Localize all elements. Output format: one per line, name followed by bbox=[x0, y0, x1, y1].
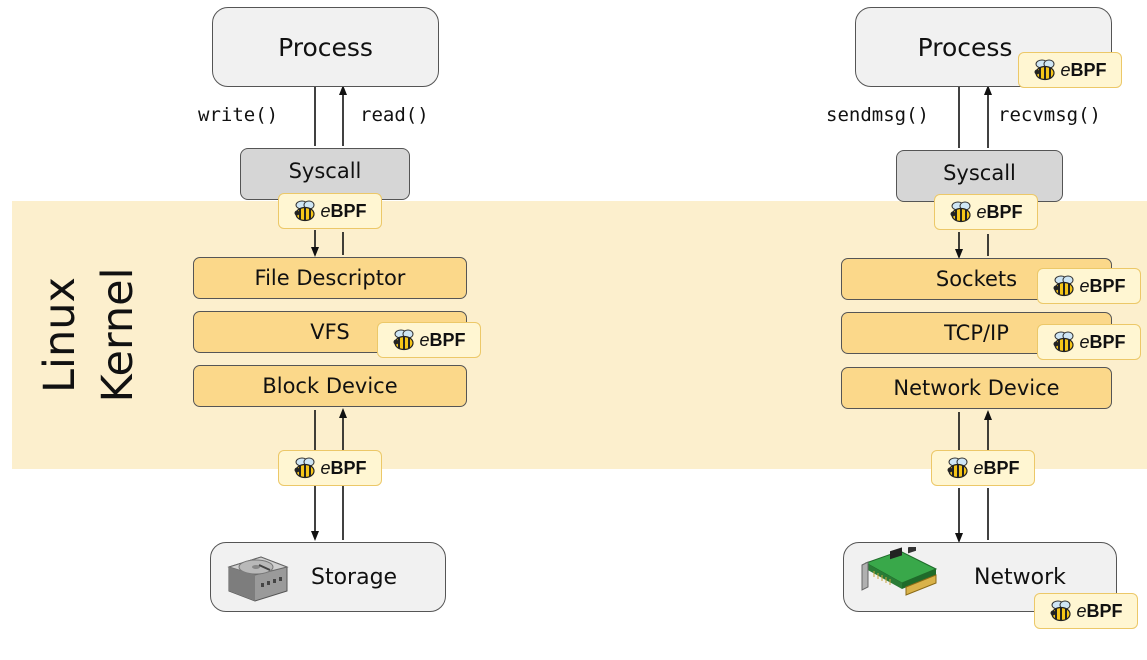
left-layer-file-descriptor: File Descriptor bbox=[193, 257, 467, 299]
right-layer-label: Sockets bbox=[935, 267, 1018, 291]
bee-icon bbox=[294, 200, 316, 222]
ebpf-badge-text: eBPF bbox=[1079, 275, 1126, 296]
ebpf-badge-right-network: eBPF bbox=[1034, 593, 1138, 629]
left-syscall-label: Syscall bbox=[288, 159, 362, 183]
read-call-label: read() bbox=[360, 104, 429, 126]
ebpf-badge-right-tcpip: eBPF bbox=[1037, 324, 1141, 360]
bee-icon bbox=[947, 457, 969, 479]
ebpf-badge-right-process: eBPF bbox=[1018, 52, 1122, 88]
ebpf-badge-right-syscall: eBPF bbox=[934, 194, 1038, 230]
right-layer-label: TCP/IP bbox=[944, 321, 1009, 345]
right-layer-label: Network Device bbox=[893, 376, 1060, 400]
ebpf-badge-left-block: eBPF bbox=[278, 450, 382, 486]
recvmsg-call-label: recvmsg() bbox=[998, 104, 1101, 126]
right-layer-network-device: Network Device bbox=[841, 367, 1112, 409]
ebpf-badge-text: eBPF bbox=[1060, 59, 1107, 80]
network-label: Network bbox=[974, 565, 1066, 590]
kernel-label: Linux Kernel bbox=[14, 200, 164, 470]
ebpf-badge-text: eBPF bbox=[973, 457, 1020, 478]
left-process-label: Process bbox=[278, 32, 373, 62]
bee-icon bbox=[1034, 59, 1056, 81]
left-layer-label: VFS bbox=[310, 320, 350, 344]
ebpf-badge-text: eBPF bbox=[320, 457, 367, 478]
storage-box: Storage bbox=[210, 542, 446, 612]
bee-icon bbox=[1050, 600, 1072, 622]
bee-icon bbox=[1053, 331, 1075, 353]
left-layer-label: Block Device bbox=[262, 374, 398, 398]
ebpf-badge-text: eBPF bbox=[320, 200, 367, 221]
left-process-box: Process bbox=[212, 7, 439, 87]
ebpf-badge-left-syscall: eBPF bbox=[278, 193, 382, 229]
ebpf-badge-right-netdev: eBPF bbox=[931, 450, 1035, 486]
ebpf-badge-text: eBPF bbox=[976, 201, 1023, 222]
ebpf-badge-text: eBPF bbox=[1076, 600, 1123, 621]
bee-icon bbox=[393, 329, 415, 351]
right-process-label: Process bbox=[917, 32, 1013, 62]
ebpf-badge-text: eBPF bbox=[419, 329, 466, 350]
right-syscall-label: Syscall bbox=[943, 161, 1016, 185]
bee-icon bbox=[1053, 275, 1075, 297]
ebpf-badge-text: eBPF bbox=[1079, 331, 1126, 352]
kernel-label-text: Linux Kernel bbox=[35, 267, 143, 403]
bee-icon bbox=[950, 201, 972, 223]
left-layer-label: File Descriptor bbox=[254, 266, 406, 290]
network-card-icon bbox=[861, 547, 938, 596]
storage-label: Storage bbox=[311, 565, 398, 590]
sendmsg-call-label: sendmsg() bbox=[826, 104, 929, 126]
ebpf-badge-left-vfs: eBPF bbox=[377, 322, 481, 358]
hard-disk-icon bbox=[227, 556, 289, 602]
write-call-label: write() bbox=[198, 104, 279, 126]
left-layer-block-device: Block Device bbox=[193, 365, 467, 407]
ebpf-badge-right-sockets: eBPF bbox=[1037, 268, 1141, 304]
bee-icon bbox=[294, 457, 316, 479]
